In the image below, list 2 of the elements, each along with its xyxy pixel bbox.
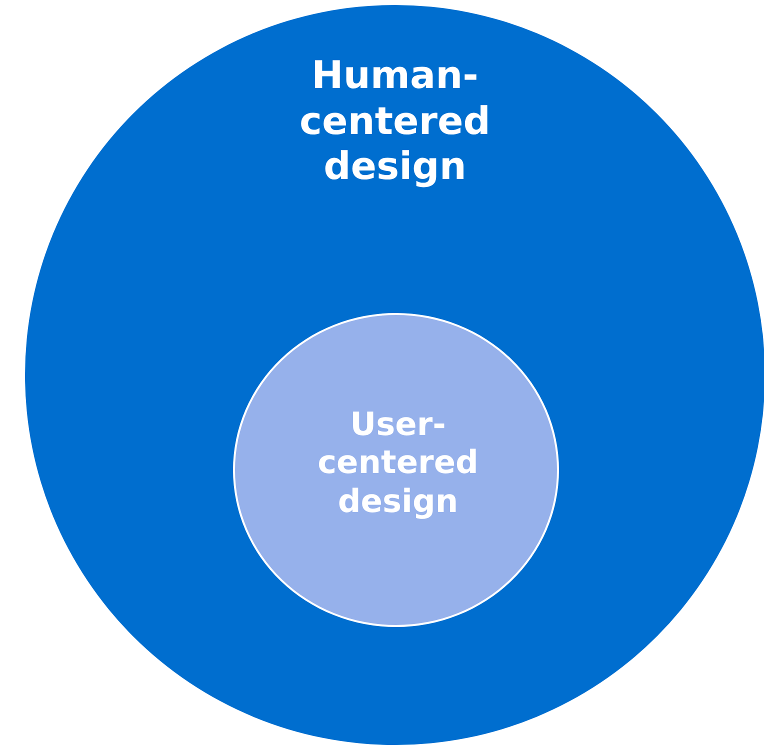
circle-label: Human-centered design bbox=[298, 53, 492, 190]
circle-label: User-centered design bbox=[316, 405, 480, 520]
